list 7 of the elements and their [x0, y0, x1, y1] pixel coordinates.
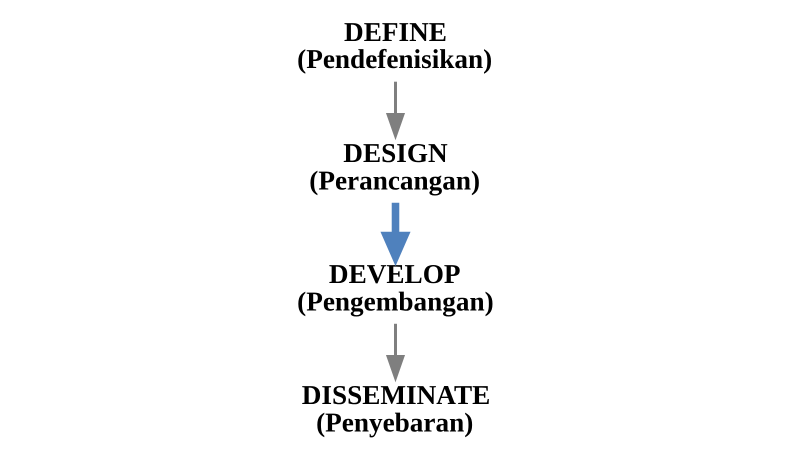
arrow [386, 324, 406, 382]
node-text: DEVELOP (Pengembangan) [297, 259, 494, 316]
node-text: DESIGN (Perancangan) [309, 138, 480, 196]
node-text: DEFINE (Pendefenisikan) [297, 16, 492, 74]
arrow [380, 202, 411, 266]
node-text: DISSEMINATE (Penyebaran) [302, 380, 490, 438]
arrow [386, 82, 406, 140]
